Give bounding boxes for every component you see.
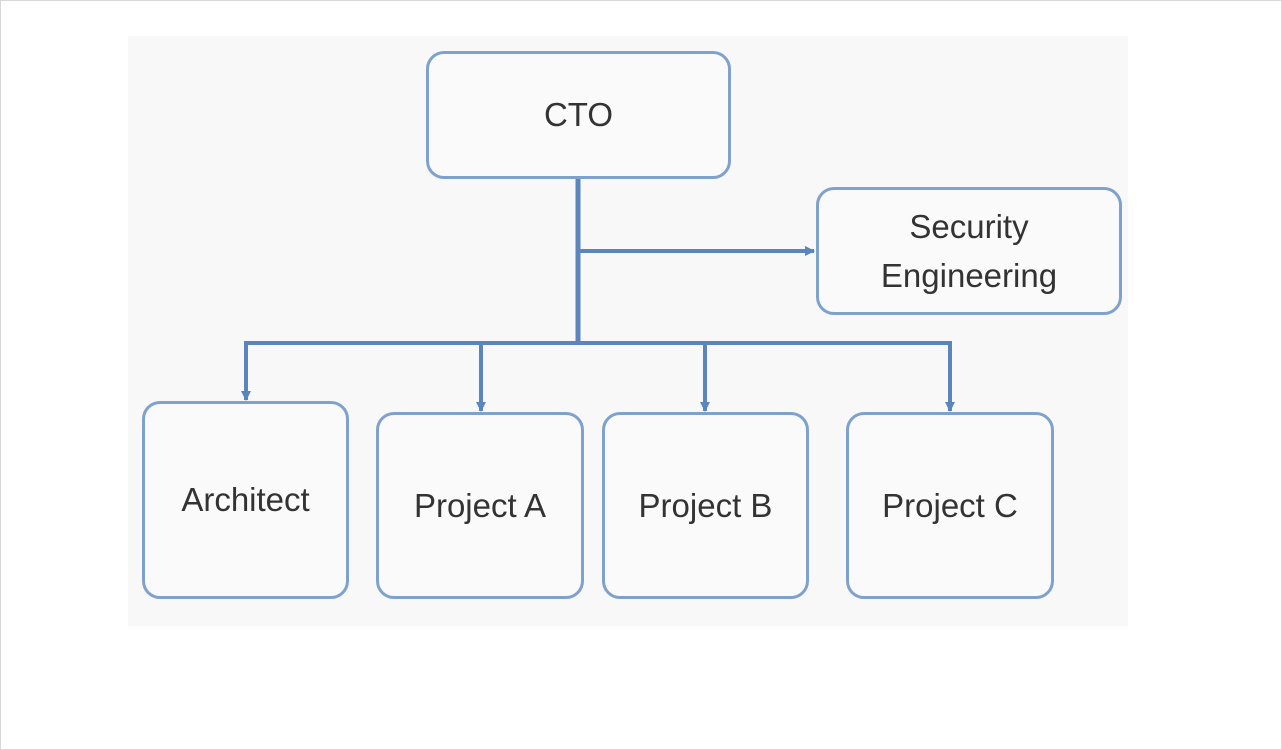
project-c-node: Project C xyxy=(846,412,1054,599)
cto-node: CTO xyxy=(426,51,731,179)
project-c-label: Project C xyxy=(882,486,1018,524)
security-label-line2: Engineering xyxy=(880,257,1058,294)
cto-label: CTO xyxy=(543,96,614,134)
architect-node: Architect xyxy=(142,401,349,599)
security-label-line1: Security xyxy=(909,207,1029,245)
project-b-node: Project B xyxy=(602,412,809,599)
security-engineering-node: Security Engineering xyxy=(816,187,1122,315)
project-a-label: Project A xyxy=(413,486,547,524)
project-b-label: Project B xyxy=(638,486,773,524)
project-a-node: Project A xyxy=(376,412,584,599)
architect-label: Architect xyxy=(181,481,310,519)
